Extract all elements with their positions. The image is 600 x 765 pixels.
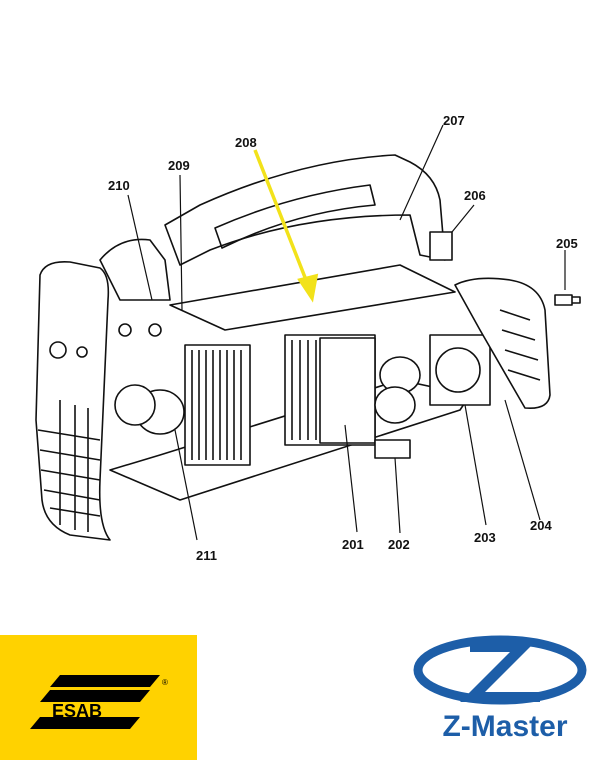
screw-205 [554,294,581,306]
front-panel-grille [37,400,101,532]
exploded-parts-diagram: 208 207 209 210 206 205 211 201 202 203 … [35,113,581,563]
transformer [319,337,376,444]
handle-slot [214,184,376,249]
leader-lines [127,124,566,541]
front-button-icon [76,346,88,358]
esab-wordmark: ESAB [52,701,102,721]
callout-203: 203 [474,530,496,545]
zmaster-logo [400,630,600,760]
callout-204: 204 [530,518,552,533]
esab-logo: ESAB ® [0,635,197,760]
component-206 [429,231,453,261]
callout-208: 208 [235,135,257,150]
esab-registered-mark: ® [162,678,168,687]
left-frame [99,238,171,301]
callout-201: 201 [342,537,364,552]
callout-210: 210 [108,178,130,193]
heatsink-left [184,344,251,466]
front-panel [35,260,111,541]
callout-211: 211 [196,548,217,563]
callout-206: 206 [464,188,486,203]
callout-205: 205 [556,236,578,251]
top-handle [164,154,446,266]
front-knob-icon [49,341,67,359]
zmaster-wordmark: Z-Master [442,710,568,743]
component-202 [374,439,411,459]
callout-202: 202 [388,537,410,552]
fan [429,334,491,406]
callout-207: 207 [443,113,465,128]
callout-209: 209 [168,158,190,173]
